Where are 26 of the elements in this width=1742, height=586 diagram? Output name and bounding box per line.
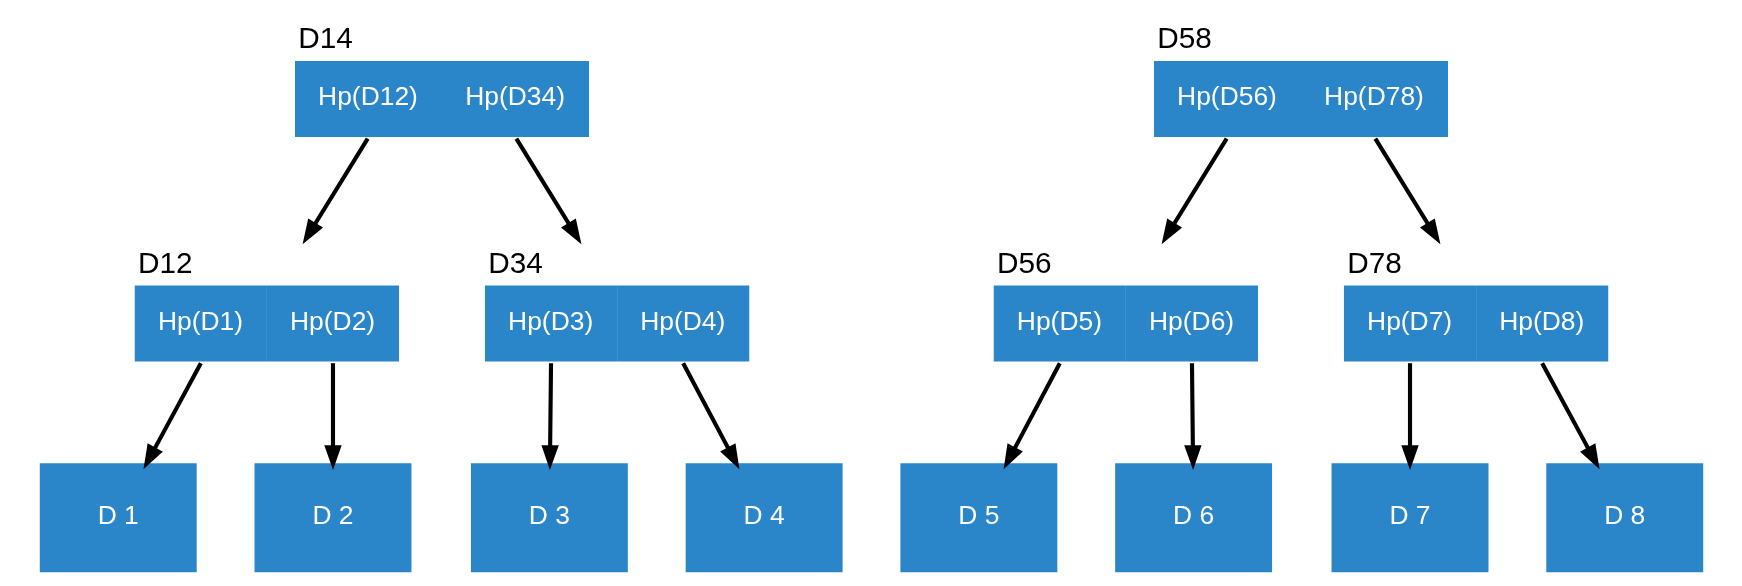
arrow — [1161, 137, 1228, 245]
arrow — [1003, 362, 1062, 470]
node-box: D 8 — [1545, 463, 1703, 573]
arrow — [142, 362, 203, 470]
arrow — [1400, 363, 1419, 471]
arrow — [302, 137, 369, 245]
node-box: D 1 — [39, 463, 197, 573]
node-label: D56 — [996, 246, 1052, 280]
node-label: D12 — [137, 246, 193, 280]
node-box: D 4 — [685, 463, 843, 573]
node-box: D 5 — [899, 463, 1057, 573]
arrow — [1373, 137, 1440, 245]
arrow — [514, 137, 581, 245]
arrow — [1539, 362, 1600, 470]
arrow — [680, 362, 739, 470]
arrow — [323, 363, 342, 471]
node-box: D 7 — [1331, 463, 1488, 573]
arrow — [1183, 363, 1202, 471]
node-label: D34 — [487, 246, 543, 280]
node-label: D78 — [1346, 246, 1402, 280]
node-box: D 3 — [470, 463, 628, 573]
node-box: D 2 — [254, 463, 411, 573]
node-box: D 6 — [1114, 463, 1272, 573]
node-label: D14 — [297, 21, 353, 55]
node-label: D58 — [1156, 21, 1212, 55]
arrow — [540, 363, 559, 471]
